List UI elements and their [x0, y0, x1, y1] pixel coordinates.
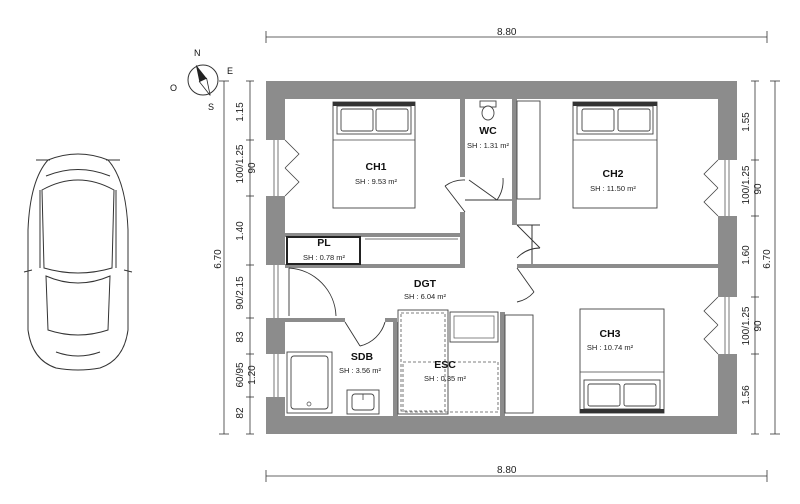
dim-top-total: 8.80 — [497, 27, 517, 38]
compass-o: O — [170, 83, 177, 93]
room-ch1-area: SH : 9.53 m² — [355, 177, 398, 186]
dim-left-5: 90/2.15 — [235, 276, 246, 310]
toilet-icon — [479, 100, 497, 121]
dim-right-6: 90 — [753, 320, 764, 332]
compass-s: S — [208, 102, 214, 112]
window-swings — [284, 139, 719, 355]
room-dgt-area: SH : 6.04 m² — [404, 292, 447, 301]
compass-e: E — [227, 66, 233, 76]
room-dgt-name: DGT — [414, 278, 437, 290]
window-icon — [266, 140, 737, 397]
bed-icon — [332, 101, 416, 209]
room-pl-area: SH : 0.78 m² — [303, 253, 346, 262]
room-labels: CH1 SH : 9.53 m² WC SH : 1.31 m² CH2 SH … — [303, 125, 636, 383]
dim-left-2: 100/1.25 — [235, 144, 246, 183]
room-ch3-name: CH3 — [599, 328, 620, 340]
room-ch3-area: SH : 10.74 m² — [587, 343, 634, 352]
dim-right-4: 1.60 — [741, 245, 752, 265]
dim-left-1: 1.15 — [235, 102, 246, 122]
shower-icon — [286, 351, 333, 414]
room-wc-area: SH : 1.31 m² — [467, 141, 510, 150]
dim-right-2: 100/1.25 — [741, 165, 752, 204]
dim-right-5: 100/1.25 — [741, 306, 752, 345]
room-ch1-name: CH1 — [365, 161, 386, 173]
room-ch2-name: CH2 — [602, 168, 623, 180]
room-sdb-name: SDB — [351, 351, 374, 363]
room-ch2-area: SH : 11.50 m² — [590, 184, 636, 193]
compass-icon: N E S O — [170, 48, 233, 112]
corridor-lines — [465, 199, 540, 264]
door-swing-icon — [288, 177, 541, 347]
dim-right-7: 1.56 — [741, 385, 752, 405]
dim-left-7: 60/95 — [235, 362, 246, 387]
bed-icon — [579, 308, 665, 414]
room-esc-name: ESC — [434, 359, 456, 371]
car-icon — [23, 153, 133, 371]
room-wc-name: WC — [479, 125, 497, 137]
dim-left-8: 1.20 — [247, 365, 258, 385]
dim-left-3: 90 — [247, 162, 258, 174]
dim-bottom-total: 8.80 — [497, 465, 517, 476]
dim-right-3: 90 — [753, 183, 764, 195]
dim-left-6: 83 — [235, 331, 246, 343]
dim-right-total: 6.70 — [762, 249, 773, 269]
ch3-wardrobe — [504, 314, 534, 414]
dim-right-1: 1.55 — [741, 112, 752, 132]
compass-n: N — [194, 48, 201, 58]
room-sdb-area: SH : 3.56 m² — [339, 366, 382, 375]
interior-walls — [285, 99, 718, 416]
stairs-icon — [397, 309, 499, 415]
bed-icon — [572, 101, 658, 209]
room-pl-name: PL — [317, 237, 331, 249]
dim-right-ticks — [751, 80, 759, 435]
dimension-lines: 8.80 8.80 6.70 1.15 100/1.25 90 1.40 90/… — [213, 27, 780, 482]
sink-icon — [346, 389, 380, 415]
room-esc-area: SH : 0.35 m² — [424, 374, 467, 383]
wardrobe — [516, 100, 541, 200]
dim-left-total: 6.70 — [213, 249, 224, 269]
dim-left-ticks — [246, 80, 254, 435]
dim-left-4: 1.40 — [235, 221, 246, 241]
closet-shelves — [286, 236, 458, 265]
dim-left-9: 82 — [235, 407, 246, 419]
